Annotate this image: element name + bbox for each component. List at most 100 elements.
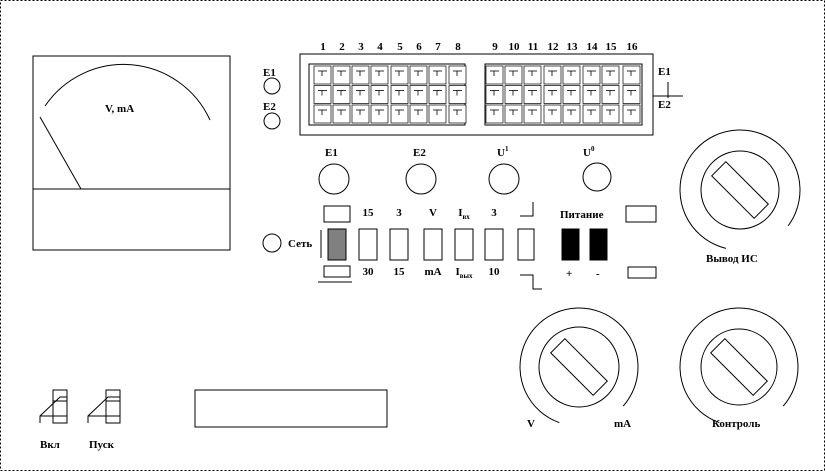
segment-cell[interactable] <box>313 65 332 85</box>
meter-dial-ma-label: mA <box>614 418 631 430</box>
switch-top-button[interactable] <box>323 205 351 223</box>
knob-e1[interactable] <box>318 163 350 195</box>
segment-cell[interactable] <box>390 104 409 124</box>
column-number-right: 15 <box>606 41 618 53</box>
top-knobs: E1 E2 U1 U0 <box>318 145 612 195</box>
power-plus-terminal[interactable] <box>561 228 580 261</box>
segment-cell[interactable] <box>582 104 601 124</box>
output-dial-knob[interactable] <box>711 161 769 219</box>
power-plus-label: + <box>566 268 572 280</box>
segment-cell[interactable] <box>428 65 447 85</box>
segment-cell[interactable] <box>409 104 428 124</box>
segment-cell[interactable] <box>448 85 467 104</box>
range-switch-key[interactable] <box>423 228 443 261</box>
range-switch-key[interactable] <box>389 228 409 261</box>
segment-cell[interactable] <box>428 104 447 124</box>
toggle-on[interactable]: Вкл <box>39 389 68 451</box>
segment-cell[interactable] <box>390 65 409 85</box>
segment-cell[interactable] <box>351 85 370 104</box>
segment-cell[interactable] <box>485 65 504 85</box>
segment-cell[interactable] <box>428 85 447 104</box>
column-number-right: 16 <box>627 41 639 53</box>
segment-cell[interactable] <box>504 104 523 124</box>
output-dial: Вывод ИС <box>679 129 801 265</box>
segment-cell[interactable] <box>601 65 620 85</box>
power-bottom-button[interactable] <box>627 266 657 279</box>
segment-cell[interactable] <box>370 104 389 124</box>
segment-cell[interactable] <box>332 85 351 104</box>
knob-u0[interactable] <box>582 162 612 192</box>
lamp-e2-label: E2 <box>263 101 276 113</box>
column-number-left: 3 <box>358 41 364 53</box>
segment-cell[interactable] <box>543 65 562 85</box>
switch-selected[interactable] <box>327 228 347 261</box>
indicator-lamps: E1 E2 <box>263 67 281 130</box>
segment-cell[interactable] <box>332 65 351 85</box>
column-number-left: 8 <box>455 41 461 53</box>
knob-u0-label: U0 <box>583 145 595 159</box>
segment-cell[interactable] <box>351 104 370 124</box>
range-switch-key[interactable] <box>454 228 474 261</box>
segment-cell[interactable] <box>370 85 389 104</box>
segment-cell[interactable] <box>562 65 581 85</box>
segment-cell[interactable] <box>523 85 542 104</box>
range-bottom-label: 30 <box>363 266 375 278</box>
segment-cell[interactable] <box>409 85 428 104</box>
segment-cell[interactable] <box>543 85 562 104</box>
segment-cell[interactable] <box>485 104 504 124</box>
toggle-on-label: Вкл <box>40 439 60 451</box>
range-switch-key[interactable] <box>484 228 504 261</box>
segment-cell[interactable] <box>582 65 601 85</box>
segment-cell[interactable] <box>504 85 523 104</box>
segment-cell[interactable] <box>523 104 542 124</box>
column-number-right: 14 <box>587 41 599 53</box>
analog-meter: V, mA <box>32 55 231 251</box>
segment-cell[interactable] <box>485 85 504 104</box>
segment-cell[interactable] <box>582 85 601 104</box>
segment-cell[interactable] <box>562 104 581 124</box>
knob-e2[interactable] <box>405 163 437 195</box>
range-top-label: 3 <box>396 207 402 219</box>
knob-e2-label: E2 <box>413 147 426 159</box>
segment-cell[interactable] <box>332 104 351 124</box>
control-dial-label: Контроль <box>712 418 760 430</box>
segment-cell[interactable] <box>390 85 409 104</box>
range-bottom-label: 15 <box>394 266 406 278</box>
segment-cell[interactable] <box>351 65 370 85</box>
segment-cell[interactable] <box>601 85 620 104</box>
segment-cell[interactable] <box>504 65 523 85</box>
knob-u1-label: U1 <box>497 145 509 159</box>
power-top-button[interactable] <box>625 205 657 223</box>
range-switch-key[interactable] <box>358 228 378 261</box>
toggle-start-label: Пуск <box>89 439 115 451</box>
column-number-left: 6 <box>416 41 422 53</box>
segment-cell[interactable] <box>313 85 332 104</box>
meter-dial-knob[interactable] <box>550 338 608 396</box>
switch-key-extra[interactable] <box>517 228 535 261</box>
lamp-e1-label: E1 <box>263 67 276 79</box>
segment-cell[interactable] <box>409 65 428 85</box>
segment-cell[interactable] <box>543 104 562 124</box>
range-top-label: 3 <box>491 207 497 219</box>
segment-cell[interactable] <box>562 85 581 104</box>
segment-cell[interactable] <box>523 65 542 85</box>
segment-cell[interactable] <box>622 65 641 85</box>
segment-cell[interactable] <box>622 85 641 104</box>
segment-cell[interactable] <box>601 104 620 124</box>
control-dial-knob[interactable] <box>710 338 768 396</box>
grid-e2-label: E2 <box>658 99 671 111</box>
segment-cell[interactable] <box>370 65 389 85</box>
range-bottom-label: Iвых <box>455 266 473 280</box>
meter-dial-v-label: V <box>527 418 535 430</box>
segment-cell[interactable] <box>448 104 467 124</box>
switch-bottom-button[interactable] <box>323 265 351 278</box>
segment-cell[interactable] <box>448 65 467 85</box>
network-lamp <box>262 233 282 253</box>
segment-cell[interactable] <box>622 104 641 124</box>
knob-u1[interactable] <box>488 163 520 195</box>
column-number-right: 11 <box>528 41 538 53</box>
power-minus-terminal[interactable] <box>589 228 608 261</box>
toggle-start[interactable]: Пуск <box>87 389 121 451</box>
segment-cell[interactable] <box>313 104 332 124</box>
